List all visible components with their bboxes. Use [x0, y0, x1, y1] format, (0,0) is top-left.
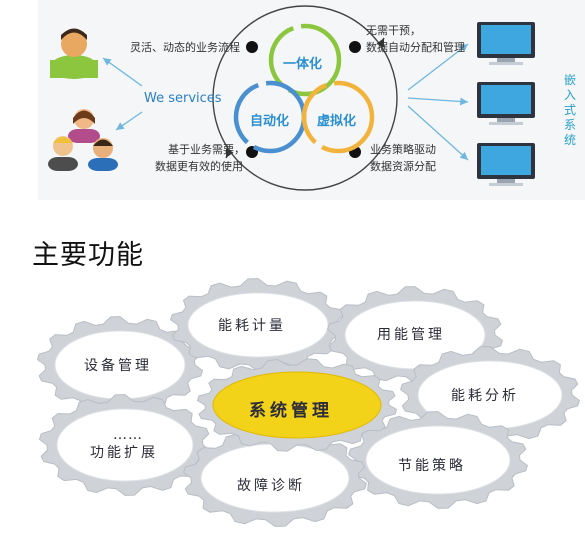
arrow-to-monitor-1	[407, 43, 469, 91]
we-services-label: We services	[144, 91, 222, 106]
gear-energy-metering	[170, 278, 346, 372]
annotation-bottom-right-1: 业务策略驱动	[370, 143, 436, 156]
ring-label-automation: 自动化	[250, 114, 290, 129]
outer-cycle-ring	[212, 5, 398, 191]
gear-note-expansion: ……	[113, 427, 143, 443]
gear-label-device-management: 设备管理	[84, 358, 152, 374]
user-avatar-icon	[50, 28, 98, 79]
arrow-to-group	[115, 111, 143, 131]
gear-system-management	[196, 358, 398, 452]
gear-label-system-management: 系统管理	[249, 401, 333, 421]
annotation-top-right-2: 数据自动分配和管理	[366, 41, 465, 54]
gear-label-energy-analysis: 能耗分析	[451, 388, 519, 404]
monitor-icon	[477, 22, 535, 65]
monitor-icon	[477, 82, 535, 125]
arrow-to-user	[102, 57, 143, 87]
gear-fault-diagnosis	[183, 429, 367, 527]
annotation-top-left: 灵活、动态的业务流程	[130, 41, 240, 54]
gear-label-fault-diagnosis: 故障诊断	[237, 478, 305, 494]
annotation-bottom-left-2: 数据更有效的使用	[155, 160, 243, 173]
gear-label-energy-metering: 能耗计量	[218, 318, 286, 334]
ring-integration	[268, 23, 342, 97]
annotation-bottom-right-2: 数据资源分配	[370, 160, 436, 173]
node-dot	[349, 41, 361, 53]
arrow-to-monitor-2	[407, 97, 469, 106]
gear-label-energy-management: 用能管理	[377, 327, 445, 343]
user-group-icon	[48, 109, 118, 171]
gear-saving-strategy	[348, 411, 528, 509]
gear-diagram	[36, 278, 580, 527]
section-title: 主要功能	[32, 240, 144, 271]
arrow-to-monitor-3	[407, 105, 469, 161]
embedded-system-label: 嵌入式系统	[563, 73, 576, 147]
node-dot	[246, 41, 258, 53]
gear-label-expansion: 功能扩展	[90, 445, 158, 461]
gear-expansion	[38, 394, 212, 496]
ring-virtualization	[301, 80, 375, 154]
annotation-bottom-left-1: 基于业务需要，	[168, 143, 245, 156]
monitor-icon	[477, 143, 535, 186]
top-diagram-graphics	[48, 5, 535, 191]
ring-label-integration: 一体化	[283, 57, 323, 72]
ring-label-virtualization: 虚拟化	[317, 114, 357, 129]
gear-label-saving-strategy: 节能策略	[398, 458, 466, 474]
annotation-top-right-1: 无需干预，	[366, 24, 421, 37]
